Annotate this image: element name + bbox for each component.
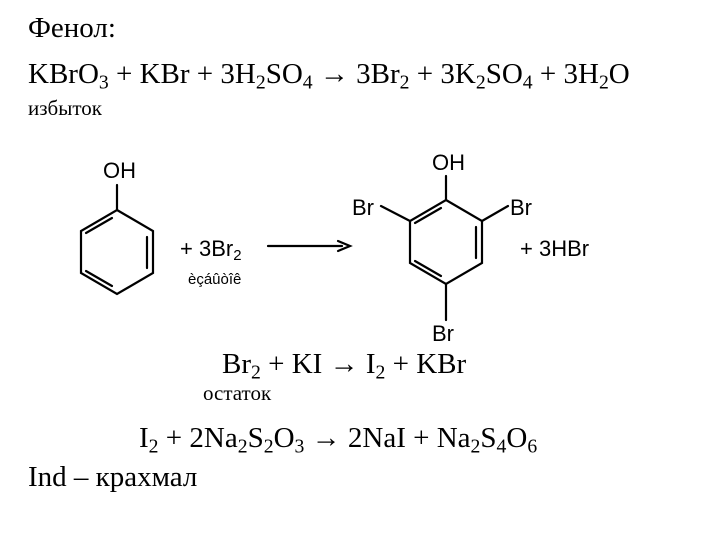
eq3-part: 2NaI + Na [340, 422, 471, 454]
eq2-sub: 2 [251, 361, 261, 384]
eq2-note: остаток [203, 381, 272, 405]
eq3-sub: 2 [237, 435, 248, 458]
phenol-ring [79, 208, 155, 296]
eq2-sub: 2 [375, 361, 386, 384]
reagent-prefix: + 3Br [180, 236, 234, 261]
arrow-icon: → [329, 348, 359, 380]
eq2-part: + KBr [385, 348, 467, 380]
indicator-line: Ind – крахмал [28, 461, 198, 493]
eq2-part: + KI [260, 348, 330, 380]
product-br-right-label: Br [510, 195, 532, 220]
arrow-icon: → [311, 422, 341, 454]
eq1-sub: 3 [98, 71, 109, 94]
phenol-oh-label: OH [103, 158, 136, 183]
reagent-label: + 3Br2 [180, 236, 242, 264]
eq1-part: SO [485, 58, 523, 90]
eq1-part: + 3K [409, 58, 476, 90]
eq3-part: I [139, 422, 149, 454]
eq1-part: 3Br [348, 58, 400, 90]
eq3-part [304, 422, 311, 454]
eq3-part: + 2Na [158, 422, 238, 454]
eq3-sub: 2 [470, 435, 481, 458]
eq1-part: SO [265, 58, 303, 90]
phenol-inner-bond [84, 216, 114, 235]
phenol-inner-bond [84, 269, 114, 288]
reagent-note: èçáûòîê [188, 271, 242, 288]
eq3-sub: 3 [294, 435, 305, 458]
eq2-part: I [358, 348, 376, 380]
eq3-sub: 4 [496, 435, 507, 458]
eq3-sub: 2 [263, 435, 274, 458]
eq1-part: + KBr + 3H [108, 58, 256, 90]
eq1-sub: 2 [399, 71, 410, 94]
product-br-left-bond [379, 204, 412, 223]
eq1-sub: 2 [598, 71, 609, 94]
product-inner-bond [413, 259, 443, 278]
byproduct-label: + 3HBr [520, 236, 590, 261]
eq1-note: избыток [28, 96, 102, 120]
eq1-sub: 2 [255, 71, 266, 94]
eq3-sub: 6 [527, 435, 538, 458]
reagent-sub: 2 [233, 247, 242, 265]
eq3-part: O [506, 422, 528, 454]
reaction-arrow-head [336, 239, 353, 253]
eq1-sub: 4 [302, 71, 313, 94]
equation-2: Br2 + KI → I2 + KBr [222, 348, 467, 383]
equation-3: I2 + 2Na2S2O3 → 2NaI + Na2S4O6 [139, 422, 537, 457]
eq1-part: O [608, 58, 630, 90]
equation-1: KBrO3 + KBr + 3H2SO4 → 3Br2 + 3K2SO4 + 3… [28, 58, 630, 93]
arrow-icon: → [319, 58, 349, 90]
page-title: Фенол: [28, 12, 116, 44]
product-br-bottom-label: Br [432, 321, 454, 346]
eq1-sub: 2 [475, 71, 486, 94]
product-oh-label: OH [432, 150, 465, 175]
eq2-part: Br [222, 348, 251, 380]
product-br-left-label: Br [352, 195, 374, 220]
eq1-part: + 3H [532, 58, 599, 90]
product-br-right-bond [480, 204, 510, 223]
eq3-sub: 2 [148, 435, 159, 458]
eq1-part: KBrO [28, 58, 99, 90]
eq3-part: S [247, 422, 264, 454]
eq3-part: S [480, 422, 497, 454]
eq3-part: O [273, 422, 295, 454]
product-inner-bond [413, 206, 443, 225]
product-ring [408, 198, 484, 286]
eq1-sub: 4 [522, 71, 533, 94]
